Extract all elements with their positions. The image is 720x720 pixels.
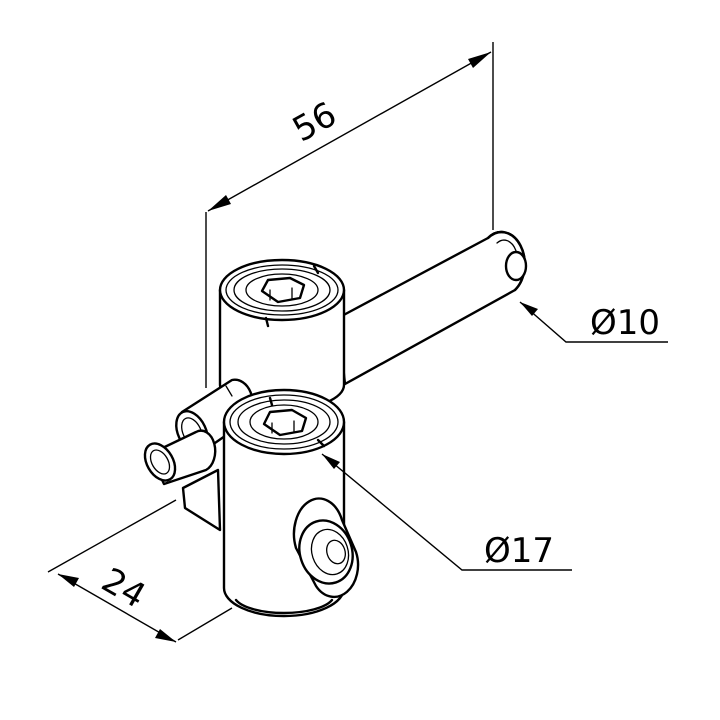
upper-hex-socket [260,276,306,304]
clamp-diameter-label: Ø17 [484,531,554,571]
upper-clamp [218,258,346,412]
lower-hex-socket [262,408,308,437]
rod [336,230,528,386]
side-screw-lower [143,429,222,532]
dimension-rod-diameter: Ø10 [519,301,668,343]
dimension-24-label: 24 [95,560,152,616]
front-screw [292,497,360,599]
rod-diameter-label: Ø10 [590,303,660,343]
dimension-56-label: 56 [286,94,343,150]
dimension-clamp-diameter: Ø17 [321,453,572,571]
